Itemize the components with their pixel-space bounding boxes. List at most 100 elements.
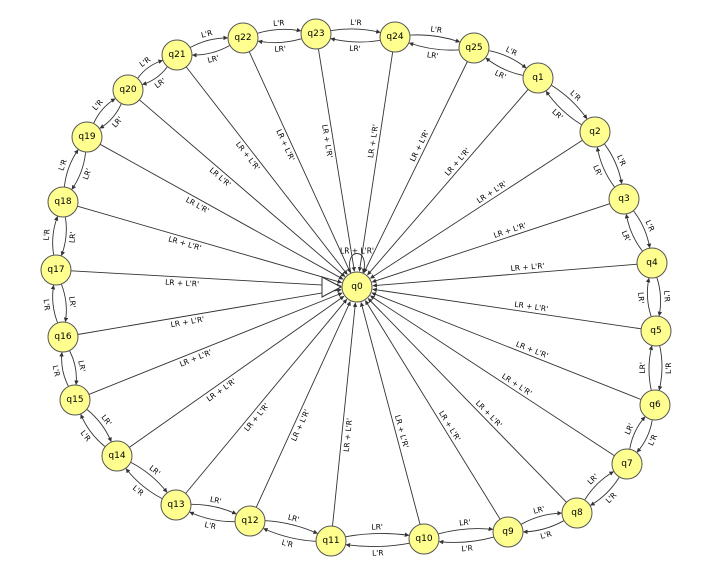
- state-q6: q6: [639, 389, 671, 421]
- transition-label-q23-q24-outer: L'R: [350, 18, 362, 27]
- transition-label-q13-q0: LR + L'R': [242, 401, 271, 433]
- transition-q8-q0: [367, 298, 567, 503]
- transition-label-q21-q22-inner: LR': [207, 53, 220, 65]
- transition-q16-q0: [77, 288, 342, 335]
- state-circle-q8: [561, 497, 593, 529]
- transition-q17-q18-outer: [52, 216, 59, 255]
- state-label-q24: q24: [386, 32, 403, 42]
- transition-label-q6-q0: LR + L'R': [515, 339, 550, 360]
- state-circle-q6: [639, 389, 671, 421]
- transition-q5-q6-inner: [648, 345, 654, 390]
- transition-label-q24-q25-inner: LR': [426, 50, 439, 60]
- transition-label-q8-q9-inner: LR': [532, 504, 545, 516]
- transition-q6-q7-outer: [636, 420, 653, 453]
- transition-q9-q10-outer: [438, 536, 494, 545]
- state-q1: q1: [522, 62, 554, 94]
- transition-label-q19-q20-inner: LR': [110, 115, 124, 130]
- state-q19: q19: [71, 121, 103, 153]
- state-label-q5: q5: [650, 326, 661, 336]
- transition-label-q17-q0: LR + L'R': [165, 278, 199, 289]
- transition-label-q9-q10-inner: LR': [459, 518, 471, 528]
- transition-q17-q0: [70, 270, 342, 289]
- transition-q20-q21-inner: [142, 66, 168, 86]
- state-q4: q4: [636, 247, 668, 279]
- transition-q1-q2-outer: [551, 85, 588, 120]
- transition-q10-q11-inner: [345, 532, 410, 538]
- states-layer: q0q1q2q3q4q5q6q7q8q9q10q11q12q13q14q15q1…: [40, 18, 672, 557]
- transition-q6-q0: [371, 292, 642, 400]
- state-q11: q11: [315, 525, 347, 557]
- state-q9: q9: [492, 516, 524, 548]
- transition-label-q4-q5-inner: LR': [636, 292, 646, 304]
- transition-q15-q0: [88, 292, 343, 395]
- state-label-q19: q19: [78, 132, 95, 142]
- transition-q24-q0: [357, 51, 394, 272]
- transition-q8-q9-inner: [521, 510, 562, 525]
- transition-q1-q0: [367, 89, 529, 276]
- transition-label-q24-q0: LR + L'R': [366, 124, 380, 159]
- transition-label-q18-q19-inner: LR': [81, 167, 93, 181]
- state-q8: q8: [561, 497, 593, 529]
- transition-q22-q23-outer: [257, 27, 302, 34]
- state-label-q6: q6: [649, 400, 661, 410]
- transition-label-q14-q0: LR + L'R': [205, 376, 238, 403]
- transition-q8-q9-outer: [523, 520, 564, 535]
- transition-q20-q0: [139, 99, 346, 277]
- edges-layer: [50, 27, 663, 548]
- state-q13: q13: [160, 489, 192, 521]
- transition-label-q15-q16-outer: L'R: [51, 364, 62, 377]
- transition-label-q8-q9-outer: L'R: [539, 529, 552, 541]
- transition-label-q7-q8-inner: LR': [586, 472, 600, 486]
- transition-q15-q16-inner: [69, 350, 79, 385]
- state-circle-q0: [341, 271, 373, 303]
- transition-label-q17-q18-outer: L'R: [42, 229, 52, 241]
- state-circle-q22: [227, 22, 259, 54]
- transition-label-q16-q17-inner: LR': [67, 296, 77, 308]
- transition-q12-q13-outer: [189, 511, 235, 523]
- transition-label-q14-q15-outer: L'R: [79, 429, 93, 444]
- state-circle-q5: [640, 315, 672, 347]
- transition-q14-q0: [129, 295, 345, 448]
- state-q17: q17: [40, 254, 72, 286]
- state-q3: q3: [608, 183, 640, 215]
- transition-q5-q0: [372, 287, 642, 330]
- state-circle-q17: [40, 254, 72, 286]
- state-circle-q1: [522, 62, 554, 94]
- transition-label-q6-q7-inner: LR': [623, 422, 636, 436]
- transition-q24-q25-outer: [410, 34, 461, 43]
- transition-q13-q14-outer: [125, 468, 163, 499]
- transition-q21-q22-inner: [192, 45, 230, 58]
- state-label-q25: q25: [465, 43, 482, 53]
- transition-q17-q18-inner: [60, 217, 67, 256]
- state-label-q3: q3: [618, 194, 629, 204]
- transition-q16-q17-inner: [61, 284, 69, 323]
- state-q22: q22: [227, 22, 259, 54]
- transition-label-q12-q0: LR + L'R': [289, 408, 311, 443]
- transition-q4-q0: [372, 263, 638, 288]
- transition-label-q19-q20-outer: L'R: [91, 98, 105, 113]
- state-label-q9: q9: [502, 527, 514, 537]
- transition-label-q1-q2-outer: L'R: [568, 88, 583, 102]
- transition-label-q14-q15-inner: LR': [99, 413, 113, 428]
- transition-label-q23-q24-inner: LR': [349, 44, 361, 53]
- transition-label-q16-q17-outer: L'R: [42, 299, 52, 311]
- transition-q24-q25-inner: [408, 42, 459, 51]
- state-q24: q24: [379, 21, 411, 53]
- state-q0: q0: [341, 271, 373, 303]
- transition-label-q7-q8-outer: L'R: [604, 491, 618, 505]
- transition-q22-q0: [248, 51, 351, 273]
- state-q16: q16: [47, 321, 79, 353]
- transition-q21-q0: [185, 66, 348, 275]
- transition-q3-q4-inner: [624, 213, 643, 252]
- state-label-q18: q18: [54, 197, 71, 207]
- transition-q9-q0: [365, 300, 501, 520]
- transition-label-q13-q14-outer: L'R: [131, 483, 146, 497]
- transition-label-q10-q11-outer: L'R: [372, 548, 384, 557]
- transition-label-q21-q22-outer: L'R: [200, 28, 213, 40]
- transition-q7-q0: [370, 295, 615, 457]
- state-circle-q11: [315, 525, 347, 557]
- state-label-q23: q23: [307, 29, 324, 39]
- transition-label-q11-q12-inner: LR': [287, 513, 300, 524]
- transition-q12-q0: [255, 301, 351, 508]
